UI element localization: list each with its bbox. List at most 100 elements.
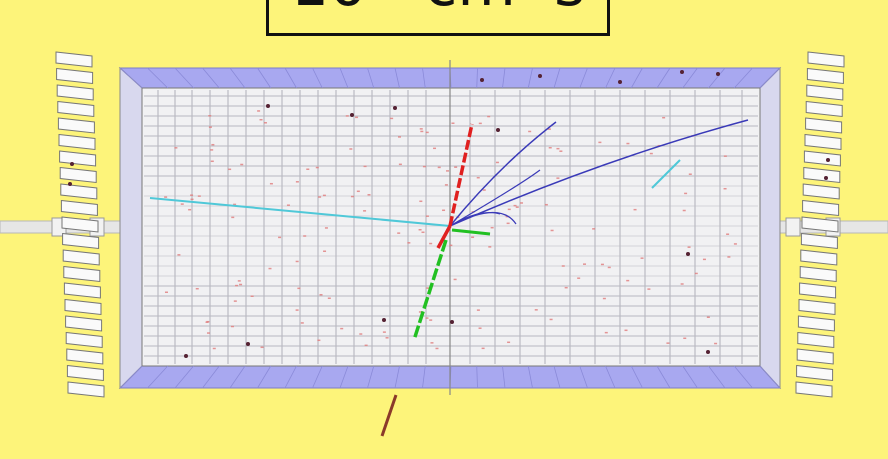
hit-point (419, 200, 423, 203)
hit-point (278, 236, 282, 239)
band-segment (394, 67, 400, 89)
cyan-track-left (149, 197, 451, 227)
hit-point (556, 177, 560, 179)
hit-point (442, 209, 446, 212)
hit-point (481, 347, 485, 350)
hit-point (239, 283, 243, 286)
calorimeter-plate (60, 199, 98, 217)
hit-point (230, 325, 234, 328)
hit-point (418, 311, 422, 313)
hit-point (449, 244, 453, 247)
band-segment (339, 67, 349, 89)
band-segment (229, 365, 246, 389)
hit-point (212, 347, 216, 350)
hit-point (237, 280, 241, 282)
hit-point (688, 173, 692, 175)
hit-point (592, 228, 596, 230)
hit-point (418, 228, 422, 231)
calorimeter-plate (799, 265, 837, 283)
calorimeter-plate (62, 232, 100, 250)
band-segment (174, 365, 194, 389)
hit-point (426, 287, 430, 289)
band-segment (656, 365, 671, 389)
hit-point (682, 209, 686, 212)
hit-point (257, 110, 261, 112)
band-segment (708, 67, 726, 89)
hit-point (323, 250, 327, 252)
calorimeter-plate (802, 199, 840, 217)
hit-point (471, 236, 475, 239)
hit-point (421, 231, 425, 234)
dark-hit (618, 80, 622, 84)
hit-point (451, 122, 455, 124)
band-segment (284, 67, 297, 89)
hit-point (420, 130, 424, 133)
calorimeter-plate (805, 117, 843, 134)
hit-point (211, 143, 215, 146)
green-track (412, 239, 448, 341)
calorimeter-plate (806, 67, 844, 85)
hit-point (397, 232, 401, 234)
calorimeter-plate (67, 381, 105, 398)
blue-track-5 (449, 212, 501, 227)
hit-point (390, 117, 394, 120)
hit-point (195, 287, 199, 290)
hit-point (306, 168, 310, 170)
hit-point (250, 295, 254, 297)
hit-point (429, 319, 433, 321)
hit-point (702, 258, 706, 261)
hit-point (602, 297, 606, 300)
hit-point (577, 277, 581, 279)
calorimeter-plate (800, 249, 838, 266)
hit-point (549, 318, 553, 321)
calorimeter-plate (63, 265, 101, 283)
hit-point (662, 116, 666, 119)
hit-point (433, 147, 437, 150)
hit-point (190, 194, 194, 196)
band-segment (605, 365, 616, 389)
band-segment (312, 67, 323, 89)
hit-point (208, 115, 212, 117)
dark-hit (824, 176, 828, 180)
band-segment (527, 67, 533, 89)
hit-point (350, 195, 354, 198)
hit-point (297, 287, 301, 290)
hit-point (422, 165, 426, 168)
hit-point (478, 122, 482, 125)
hit-point (640, 257, 644, 259)
hit-point (263, 122, 267, 124)
hit-point (233, 300, 237, 302)
dark-hit (686, 252, 690, 256)
hit-point (318, 196, 322, 198)
hit-point (559, 150, 563, 152)
band-segment (502, 365, 506, 389)
calorimeter-plate (803, 150, 841, 167)
blue-track-1 (449, 119, 749, 227)
dark-hit (826, 158, 830, 162)
hit-point (490, 226, 494, 229)
hit-point (680, 283, 684, 285)
hit-point (240, 163, 244, 166)
green-track-short (451, 228, 491, 236)
band-segment (367, 67, 375, 89)
hit-point (487, 115, 491, 118)
band-segment (502, 67, 506, 89)
band-segment (257, 365, 272, 389)
calorimeter-plate (66, 348, 104, 365)
dark-hit (184, 354, 188, 358)
hit-point (205, 321, 209, 323)
dark-hit (706, 350, 710, 354)
dark-hit (680, 70, 684, 74)
hit-point (633, 208, 637, 211)
hit-point (547, 128, 551, 130)
hit-point (694, 272, 698, 275)
band-segment (579, 365, 588, 389)
hit-point (534, 309, 538, 311)
hit-point (233, 203, 237, 206)
calorimeter-plate (58, 133, 96, 151)
hit-point (425, 317, 429, 319)
calorimeter-plate (59, 150, 97, 167)
band-segment (630, 365, 643, 389)
hit-point (231, 216, 235, 219)
dark-hit (716, 72, 720, 76)
